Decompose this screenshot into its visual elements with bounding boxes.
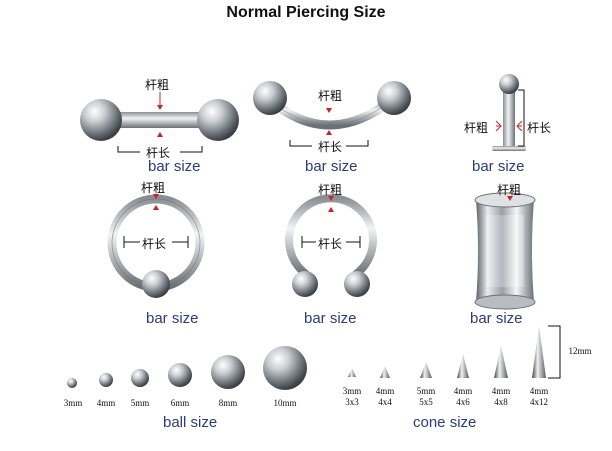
- ball-label-8mm: 8mm: [218, 398, 238, 408]
- ball-size-label: ball size: [163, 414, 218, 431]
- label-thickness-6: 杆粗: [497, 183, 522, 197]
- curved-barbell: [253, 81, 411, 147]
- ball-size-samples: [67, 346, 307, 390]
- ball-label-10mm: 10mm: [273, 398, 297, 408]
- label-length-4: 杆长: [142, 237, 167, 251]
- cone-size-label: cone size: [413, 414, 477, 431]
- ball-label-5mm: 5mm: [130, 398, 150, 408]
- straight-barbell: [80, 92, 239, 153]
- bar-size-label-2: bar size: [305, 158, 358, 175]
- bar-size-label-3: bar size: [472, 158, 525, 175]
- labret-stud: [492, 74, 526, 151]
- label-thickness-1: 杆粗: [145, 78, 170, 92]
- bar-size-label-5: bar size: [304, 310, 357, 327]
- horseshoe-ring: [285, 194, 377, 297]
- label-thickness-4: 杆粗: [141, 181, 166, 195]
- captive-bead-ring: [107, 194, 205, 298]
- page-title: Normal Piercing Size: [226, 4, 386, 21]
- label-length-1: 杆长: [146, 146, 171, 160]
- ball-label-6mm: 6mm: [170, 398, 190, 408]
- bar-size-label-4: bar size: [146, 310, 199, 327]
- cone-size-samples: [348, 325, 561, 379]
- ball-label-3mm: 3mm: [63, 398, 83, 408]
- label-thickness-3: 杆粗: [464, 121, 489, 135]
- label-thickness-2: 杆粗: [318, 89, 343, 103]
- cone-height-label: 12mm: [568, 346, 592, 356]
- label-length-3: 杆长: [527, 121, 552, 135]
- label-length-5: 杆长: [318, 237, 343, 251]
- ball-label-4mm: 4mm: [96, 398, 116, 408]
- bar-size-label-6: bar size: [470, 310, 523, 327]
- flesh-tunnel: [474, 192, 536, 310]
- label-thickness-5: 杆粗: [318, 183, 343, 197]
- bar-size-label-1: bar size: [148, 158, 201, 175]
- label-length-2: 杆长: [318, 140, 343, 154]
